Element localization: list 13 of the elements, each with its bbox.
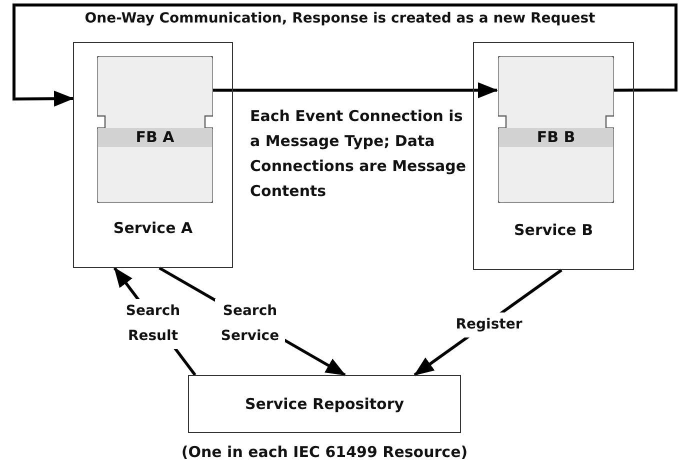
box-caption: (One in each IEC 61499 Resource) xyxy=(180,442,469,463)
box-label: Service Repository xyxy=(244,394,404,415)
block-label: FB A xyxy=(134,128,176,147)
box-label: Service B xyxy=(514,220,593,240)
service-box xyxy=(73,42,233,268)
arrow xyxy=(12,4,678,107)
function-block xyxy=(498,56,614,203)
box-label: Service A xyxy=(113,218,193,238)
function-block xyxy=(97,56,213,203)
block-label: FB B xyxy=(536,128,576,147)
note-text: Each Event Connection is a Message Type; Data Connections are Message Contents xyxy=(250,106,468,202)
arrow xyxy=(212,82,498,98)
service-box xyxy=(473,42,634,270)
